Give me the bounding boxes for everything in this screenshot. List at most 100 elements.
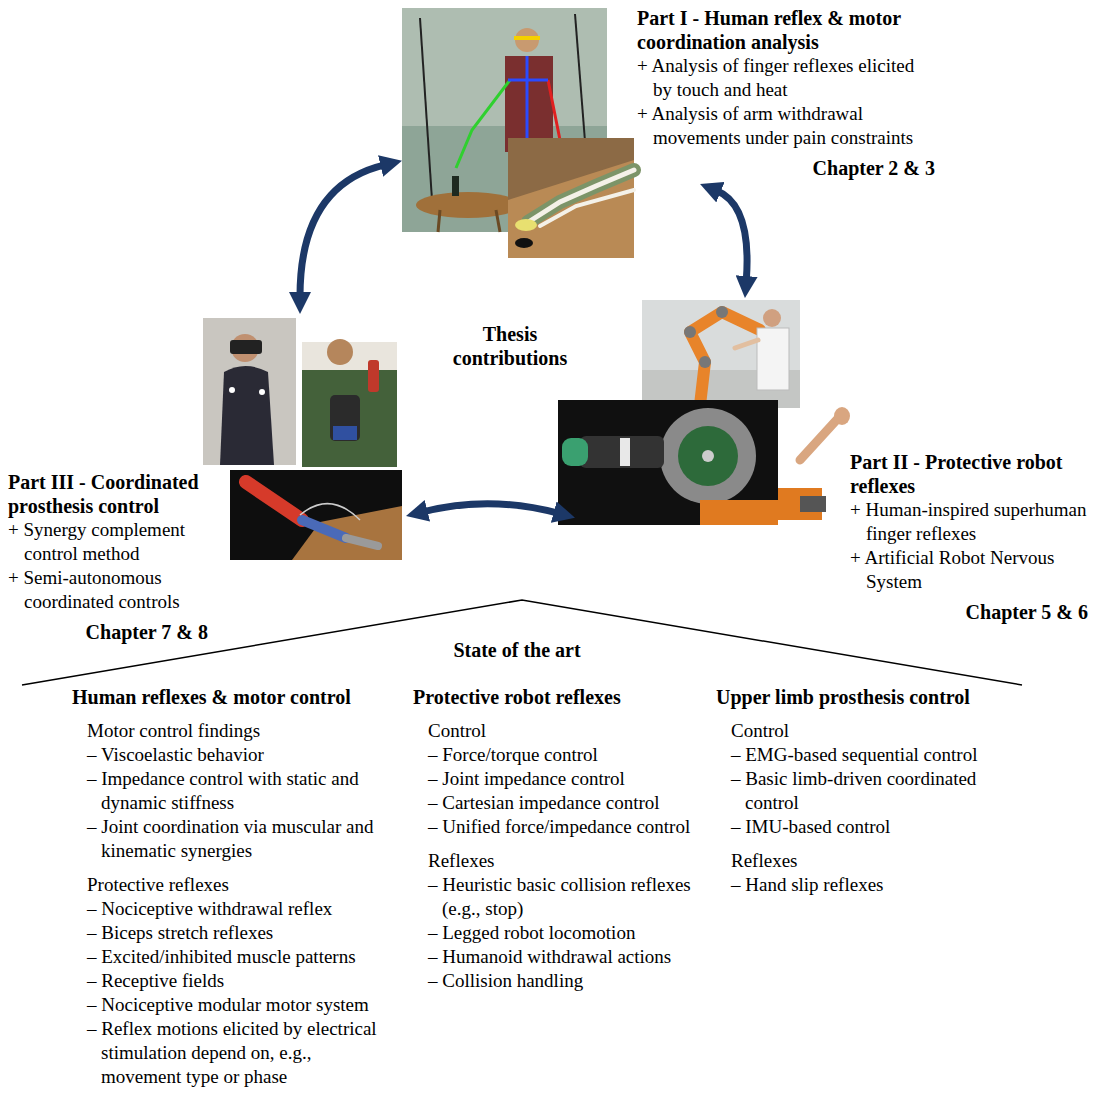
- robot-joint: [716, 306, 728, 318]
- state-item: – Receptive fields: [87, 969, 381, 993]
- robot-flange: [700, 500, 778, 525]
- finger-model-render: [508, 138, 634, 258]
- cable: [300, 504, 360, 520]
- sota-column: Upper limb prosthesis controlControl– EM…: [716, 685, 1010, 897]
- state-item: – Biceps stretch reflexes: [87, 921, 381, 945]
- state-item: – Force/torque control: [428, 743, 708, 767]
- chapter-ref: Chapter 2 & 3: [637, 156, 935, 180]
- state-item: – Impedance control with static and dyna…: [87, 767, 381, 815]
- person-head: [515, 28, 539, 52]
- part-panel: Part II - Protective robot reflexes+ Hum…: [575, 298, 1090, 628]
- head-marker: [514, 36, 540, 40]
- label-holder: State of the art: [417, 638, 617, 662]
- motor-hub: [702, 450, 714, 462]
- finger-device-photo: [558, 400, 778, 525]
- person-torso: [505, 56, 553, 152]
- subheading: Reflexes: [731, 849, 1010, 873]
- section-title: State of the art: [417, 638, 617, 662]
- state-item: – Joint coordination via muscular and ki…: [87, 815, 381, 863]
- subheading: Protective reflexes: [87, 873, 381, 897]
- fingertip: [562, 438, 588, 466]
- center-title: Thesis contributions: [445, 322, 575, 370]
- state-item: – Excited/inhibited muscle patterns: [87, 945, 381, 969]
- label-holder: Thesis contributions: [445, 322, 575, 370]
- hand-back: [834, 407, 850, 425]
- part-heading: Part II - Protective robot reflexes: [850, 450, 1088, 498]
- sota-column: Human reflexes & motor controlMotor cont…: [72, 685, 381, 1089]
- contribution-item: + Human-inspired superhuman finger refle…: [850, 498, 1088, 546]
- state-item: – Nociceptive modular motor system: [87, 993, 381, 1017]
- state-item: – Legged robot locomotion: [428, 921, 708, 945]
- render-hole: [515, 238, 533, 248]
- state-item: – Reflex motions elicited by electrical …: [87, 1017, 381, 1089]
- contribution-item: + Analysis of arm withdrawal movements u…: [637, 102, 935, 150]
- render-ground: [508, 138, 634, 258]
- vr-headset: [230, 340, 262, 354]
- person-head: [763, 309, 781, 327]
- subheading: Control: [428, 719, 708, 743]
- subheading: Control: [731, 719, 1010, 743]
- photo-ground: [558, 400, 778, 525]
- photo-ground: [642, 300, 800, 408]
- tripod: [420, 18, 432, 200]
- photo-ground: [230, 470, 402, 560]
- column-heading: Human reflexes & motor control: [72, 685, 381, 709]
- state-item: – Joint impedance control: [428, 767, 708, 791]
- person-body: [220, 366, 274, 465]
- state-item: – Basic limb-driven coordinated control: [731, 767, 1010, 815]
- skeleton-arm: [456, 80, 510, 168]
- double-arrow: [300, 165, 385, 296]
- person-arm: [735, 340, 758, 348]
- person-shirt: [302, 370, 397, 467]
- contribution-item: + Semi-autonomous coordinated controls: [8, 566, 208, 614]
- table: [416, 192, 520, 218]
- person-shirt: [757, 328, 789, 390]
- contribution-item: + Artificial Robot Nervous System: [850, 546, 1088, 594]
- motor-housing: [660, 408, 756, 504]
- column-heading: Upper limb prosthesis control: [716, 685, 1010, 709]
- finger-bone: [540, 190, 634, 226]
- prosthesis-photo: [302, 339, 397, 467]
- state-item: – Unified force/impedance control: [428, 815, 708, 839]
- table: [292, 506, 402, 560]
- robot-lab-photo: [642, 300, 800, 408]
- bottle: [452, 176, 459, 196]
- text-column: Part II - Protective robot reflexes+ Hum…: [850, 450, 1088, 624]
- gripper-tool: [800, 496, 826, 512]
- state-item: – Nociceptive withdrawal reflex: [87, 897, 381, 921]
- robot-gripper: [778, 488, 826, 520]
- text-column: Part I - Human reflex & motor coordinati…: [637, 6, 935, 180]
- bottle: [368, 360, 379, 392]
- table-leg: [438, 210, 440, 232]
- double-arrow: [423, 504, 558, 513]
- part-heading: Part I - Human reflex & motor coordinati…: [637, 6, 935, 54]
- state-item: – Collision handling: [428, 969, 708, 993]
- marker: [229, 387, 235, 393]
- vr-photo: [203, 318, 296, 465]
- part-panel: Part III - Coordinated prosthesis contro…: [6, 314, 406, 648]
- column-heading: Protective robot reflexes: [413, 685, 708, 709]
- pointing-hand: [800, 407, 850, 460]
- prosthesis-hand: [346, 538, 378, 546]
- skeleton-shoulder: [508, 79, 548, 82]
- state-item: – Cartesian impedance control: [428, 791, 708, 815]
- finger-tape: [620, 438, 630, 466]
- part-heading: Part III - Coordinated prosthesis contro…: [8, 470, 208, 518]
- person-head: [327, 339, 353, 365]
- state-item: – IMU-based control: [731, 815, 1010, 839]
- contribution-item: + Synergy complement control method: [8, 518, 208, 566]
- skeleton-spine: [526, 56, 529, 148]
- marker: [259, 389, 265, 395]
- circuit-board: [678, 426, 738, 486]
- state-item: – Heuristic basic collision reflexes (e.…: [428, 873, 708, 921]
- part-panel: Part I - Human reflex & motor coordinati…: [402, 6, 940, 184]
- sota-column: Protective robot reflexesControl– Force/…: [413, 685, 708, 993]
- state-item: – Humanoid withdrawal actions: [428, 945, 708, 969]
- robot-prosthesis-photo: [230, 470, 402, 560]
- contribution-item: + Analysis of finger reflexes elicited b…: [637, 54, 935, 102]
- text-column: Part III - Coordinated prosthesis contro…: [8, 470, 208, 644]
- state-item: – EMG-based sequential control: [731, 743, 1010, 767]
- finger-body: [580, 436, 664, 468]
- robot-joint: [699, 356, 711, 368]
